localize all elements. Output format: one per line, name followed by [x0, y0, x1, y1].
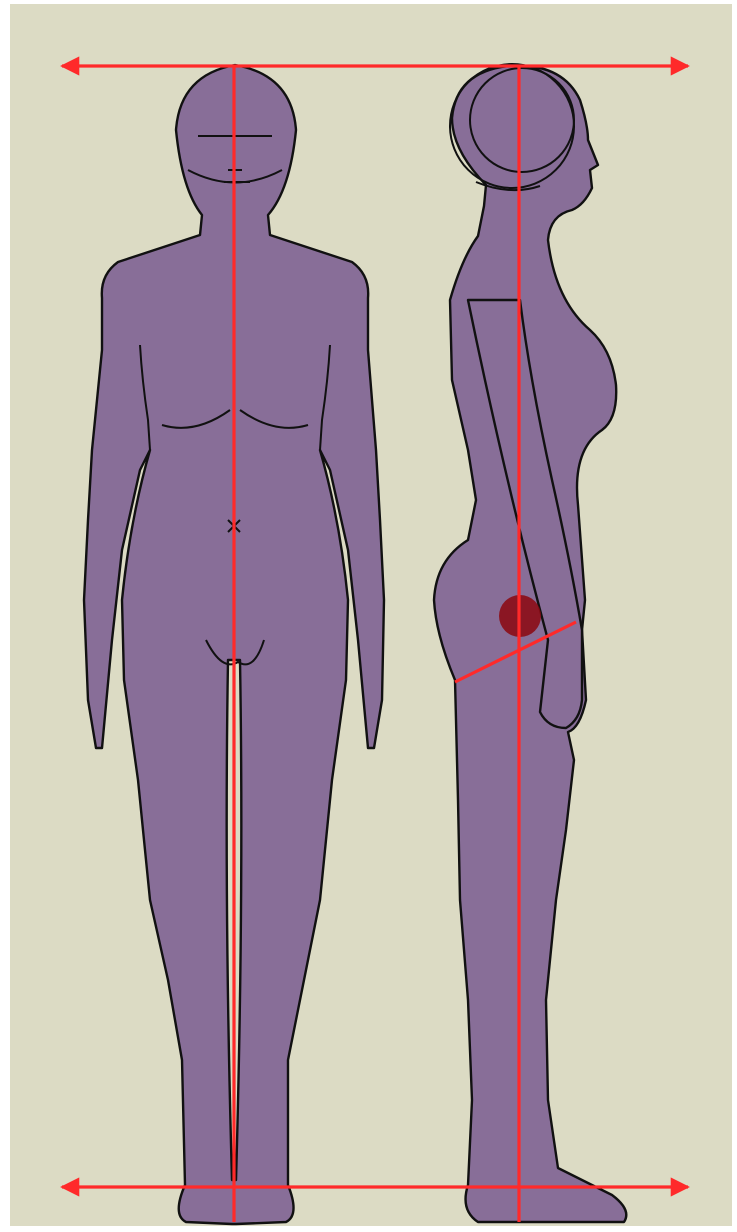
diagram-canvas	[10, 4, 732, 1226]
posture-diagram	[10, 4, 732, 1226]
